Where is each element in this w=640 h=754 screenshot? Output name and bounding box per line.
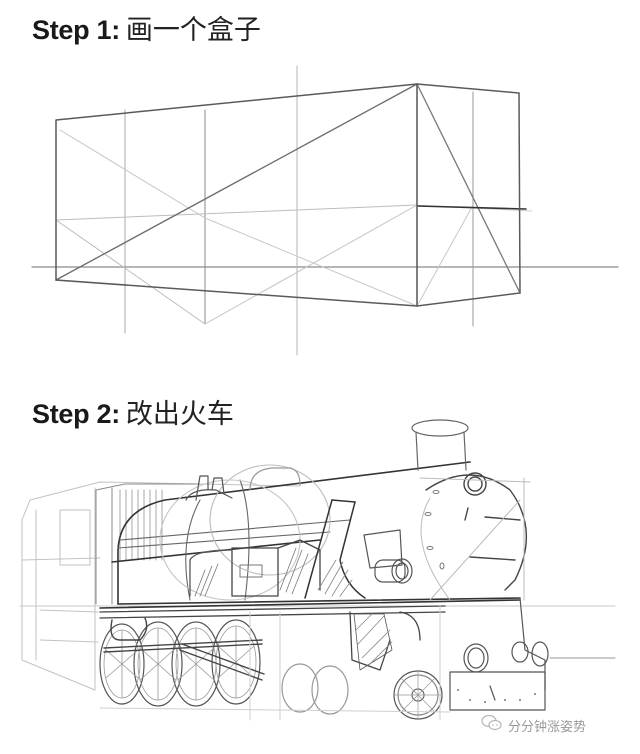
step-2-label: Step 2: xyxy=(32,399,120,429)
box-construction-drawing xyxy=(31,65,619,356)
step-1-title: Step 1:画一个盒子 xyxy=(32,8,261,47)
watermark-text: 分分钟涨姿势 xyxy=(508,720,587,735)
step-1-label: Step 1: xyxy=(32,15,120,45)
wechat-icon xyxy=(481,714,502,731)
step-2-title: Step 2:改出火车 xyxy=(32,392,234,431)
step-1-caption: 画一个盒子 xyxy=(125,15,261,46)
step-2-caption: 改出火车 xyxy=(125,399,234,430)
